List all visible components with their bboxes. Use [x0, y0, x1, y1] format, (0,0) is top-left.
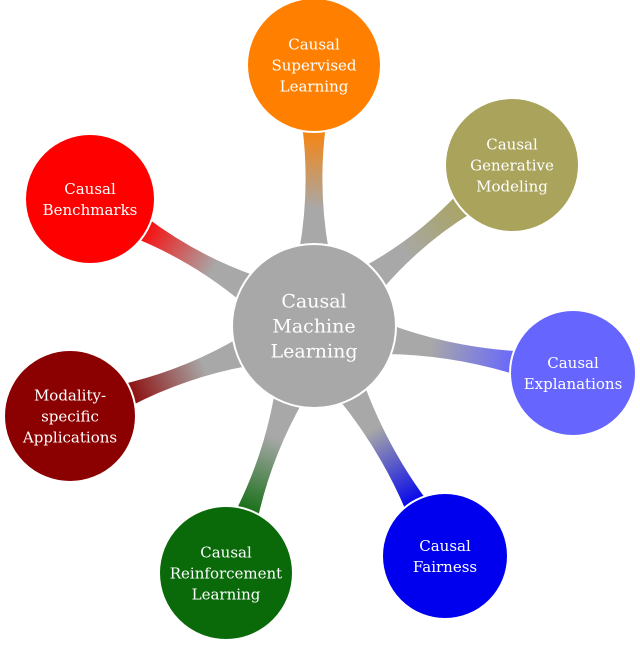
- branch-node-benchmarks-label-line-1: Causal: [64, 180, 116, 198]
- connector-supervised: [299, 124, 329, 252]
- branch-node-modality-label-line-3: Applications: [22, 428, 117, 446]
- center-node-circle: [231, 243, 397, 409]
- branch-node-explanations-circle: [509, 309, 637, 437]
- branch-node-explanations-label-line-1: Causal: [547, 354, 599, 372]
- branch-node-generative-label-line-1: Causal: [486, 135, 538, 153]
- branch-node-generative-circle: [444, 97, 580, 233]
- connector-modality: [120, 337, 250, 408]
- connector-reinforcement: [234, 390, 304, 522]
- connector-explanations: [384, 324, 522, 375]
- branch-node-reinforcement-label-line-2: Reinforcement: [170, 564, 282, 582]
- branch-node-supervised-label-line-2: Supervised: [271, 56, 356, 74]
- connector-generative: [361, 192, 474, 291]
- branch-node-modality-label-line-2: specific: [41, 407, 99, 425]
- center-node-label-line-1: Causal: [281, 291, 346, 313]
- center-node-label-line-3: Learning: [271, 341, 358, 363]
- branch-node-generative-label-line-3: Modeling: [476, 177, 548, 195]
- connector-fairness: [337, 382, 429, 515]
- branch-node-reinforcement-circle: [158, 505, 294, 641]
- branch-node-supervised-label-line-1: Causal: [288, 35, 340, 53]
- branch-node-fairness-circle: [381, 492, 509, 620]
- branch-node-reinforcement-label-line-1: Causal: [200, 543, 252, 561]
- branch-node-fairness-label-line-2: Fairness: [413, 558, 477, 576]
- connectors: [120, 124, 522, 522]
- branch-node-benchmarks-circle: [24, 133, 156, 265]
- branch-node-generative-label-line-2: Generative: [470, 156, 554, 174]
- branch-node-fairness-label-line-1: Causal: [419, 537, 471, 555]
- branch-node-reinforcement-label-line-3: Learning: [192, 585, 261, 603]
- branch-node-benchmarks-label-line-2: Benchmarks: [43, 201, 138, 219]
- connector-benchmarks: [133, 216, 258, 303]
- branch-node-explanations-label-line-2: Explanations: [524, 375, 623, 393]
- branch-node-supervised-circle: [246, 0, 382, 133]
- branch-node-modality-label-line-1: Modality-: [34, 386, 106, 404]
- branch-node-modality-circle: [3, 349, 137, 483]
- center-node-label-line-2: Machine: [272, 316, 355, 338]
- nodes: CausalMachineLearningCausalSupervisedLea…: [3, 0, 637, 641]
- branch-node-supervised-label-line-3: Learning: [280, 77, 349, 95]
